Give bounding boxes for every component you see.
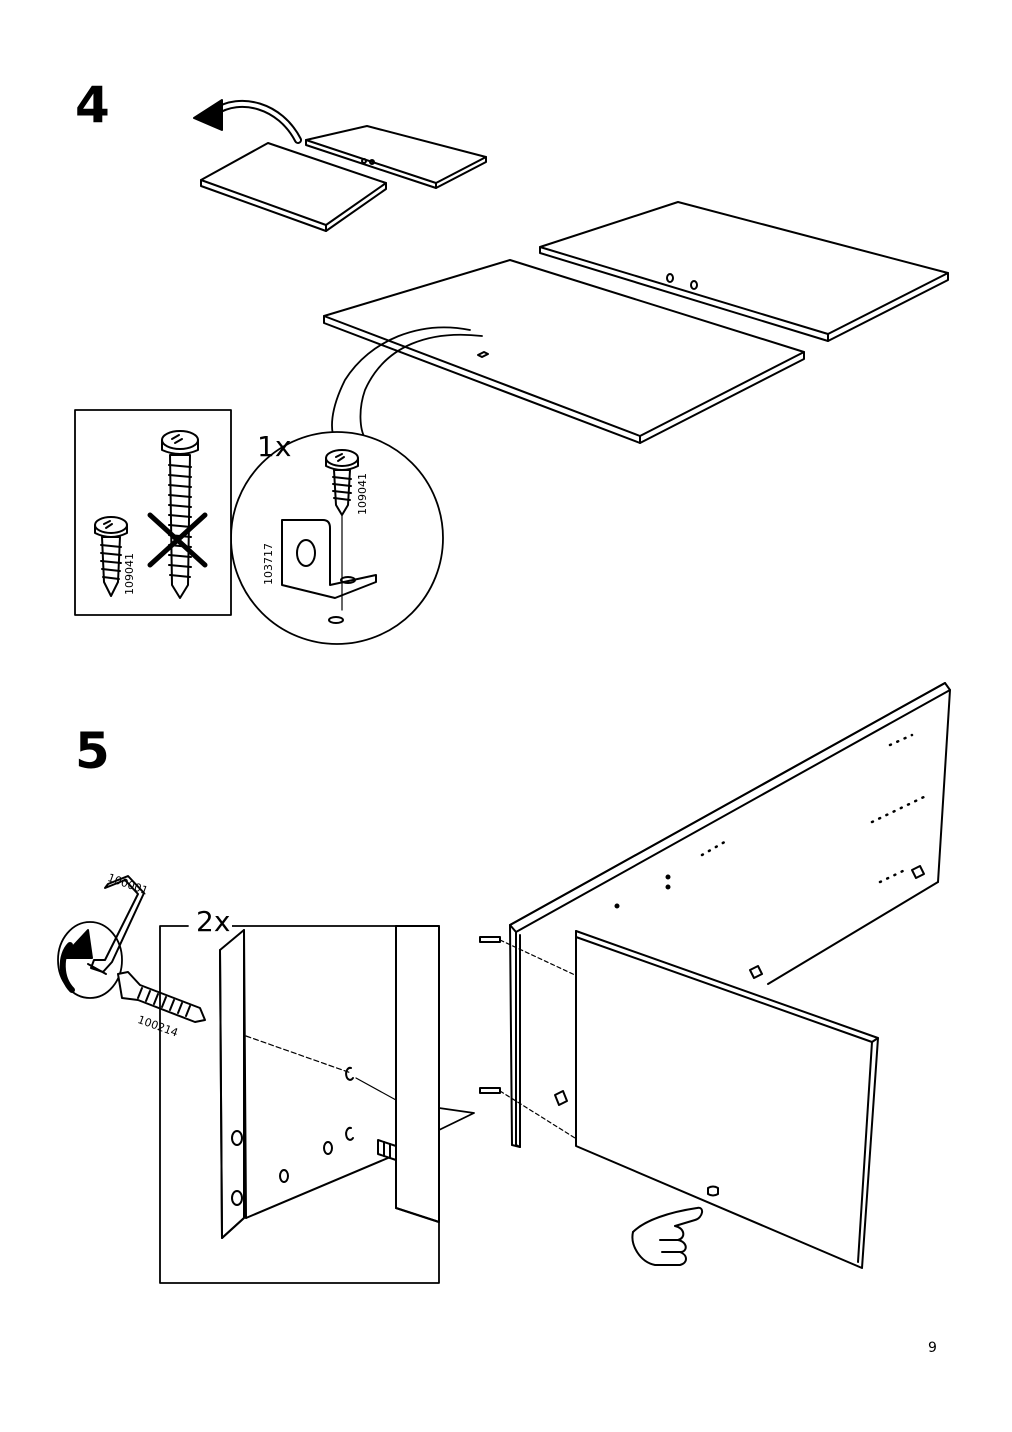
quantity-label: 1x <box>257 430 292 463</box>
connector-bolt-icon <box>117 971 206 1023</box>
flip-arrow-icon <box>193 99 302 144</box>
bracket-icon <box>281 519 377 599</box>
quantity-label: 2x <box>194 905 233 938</box>
small-panel-right <box>305 125 487 189</box>
small-panel-left <box>200 142 387 232</box>
bracket-part-number: 103717 <box>262 543 275 585</box>
short-screw-icon <box>94 516 128 597</box>
dowel-icon <box>479 936 576 1139</box>
rotation-arrow-icon <box>57 921 123 999</box>
side-panel <box>554 930 879 1269</box>
large-panel-front <box>323 259 805 444</box>
page-number: 9 <box>928 1340 937 1356</box>
screw-comparison-box <box>74 409 232 616</box>
pointing-hand-icon <box>631 1206 703 1266</box>
long-screw-icon <box>161 430 199 599</box>
allen-key-icon <box>87 875 145 975</box>
long-panel <box>509 682 951 1148</box>
screw-part-number: 109041 <box>356 473 369 515</box>
dowel-detail-box <box>159 925 475 1284</box>
prohibited-x-icon <box>147 512 208 568</box>
screw-icon <box>325 449 359 624</box>
step-number: 5 <box>75 722 110 780</box>
step-number: 4 <box>75 76 110 134</box>
detail-callout-circle <box>230 431 444 645</box>
large-panel-back <box>539 201 949 342</box>
short-screw-part-number: 109041 <box>123 553 136 595</box>
